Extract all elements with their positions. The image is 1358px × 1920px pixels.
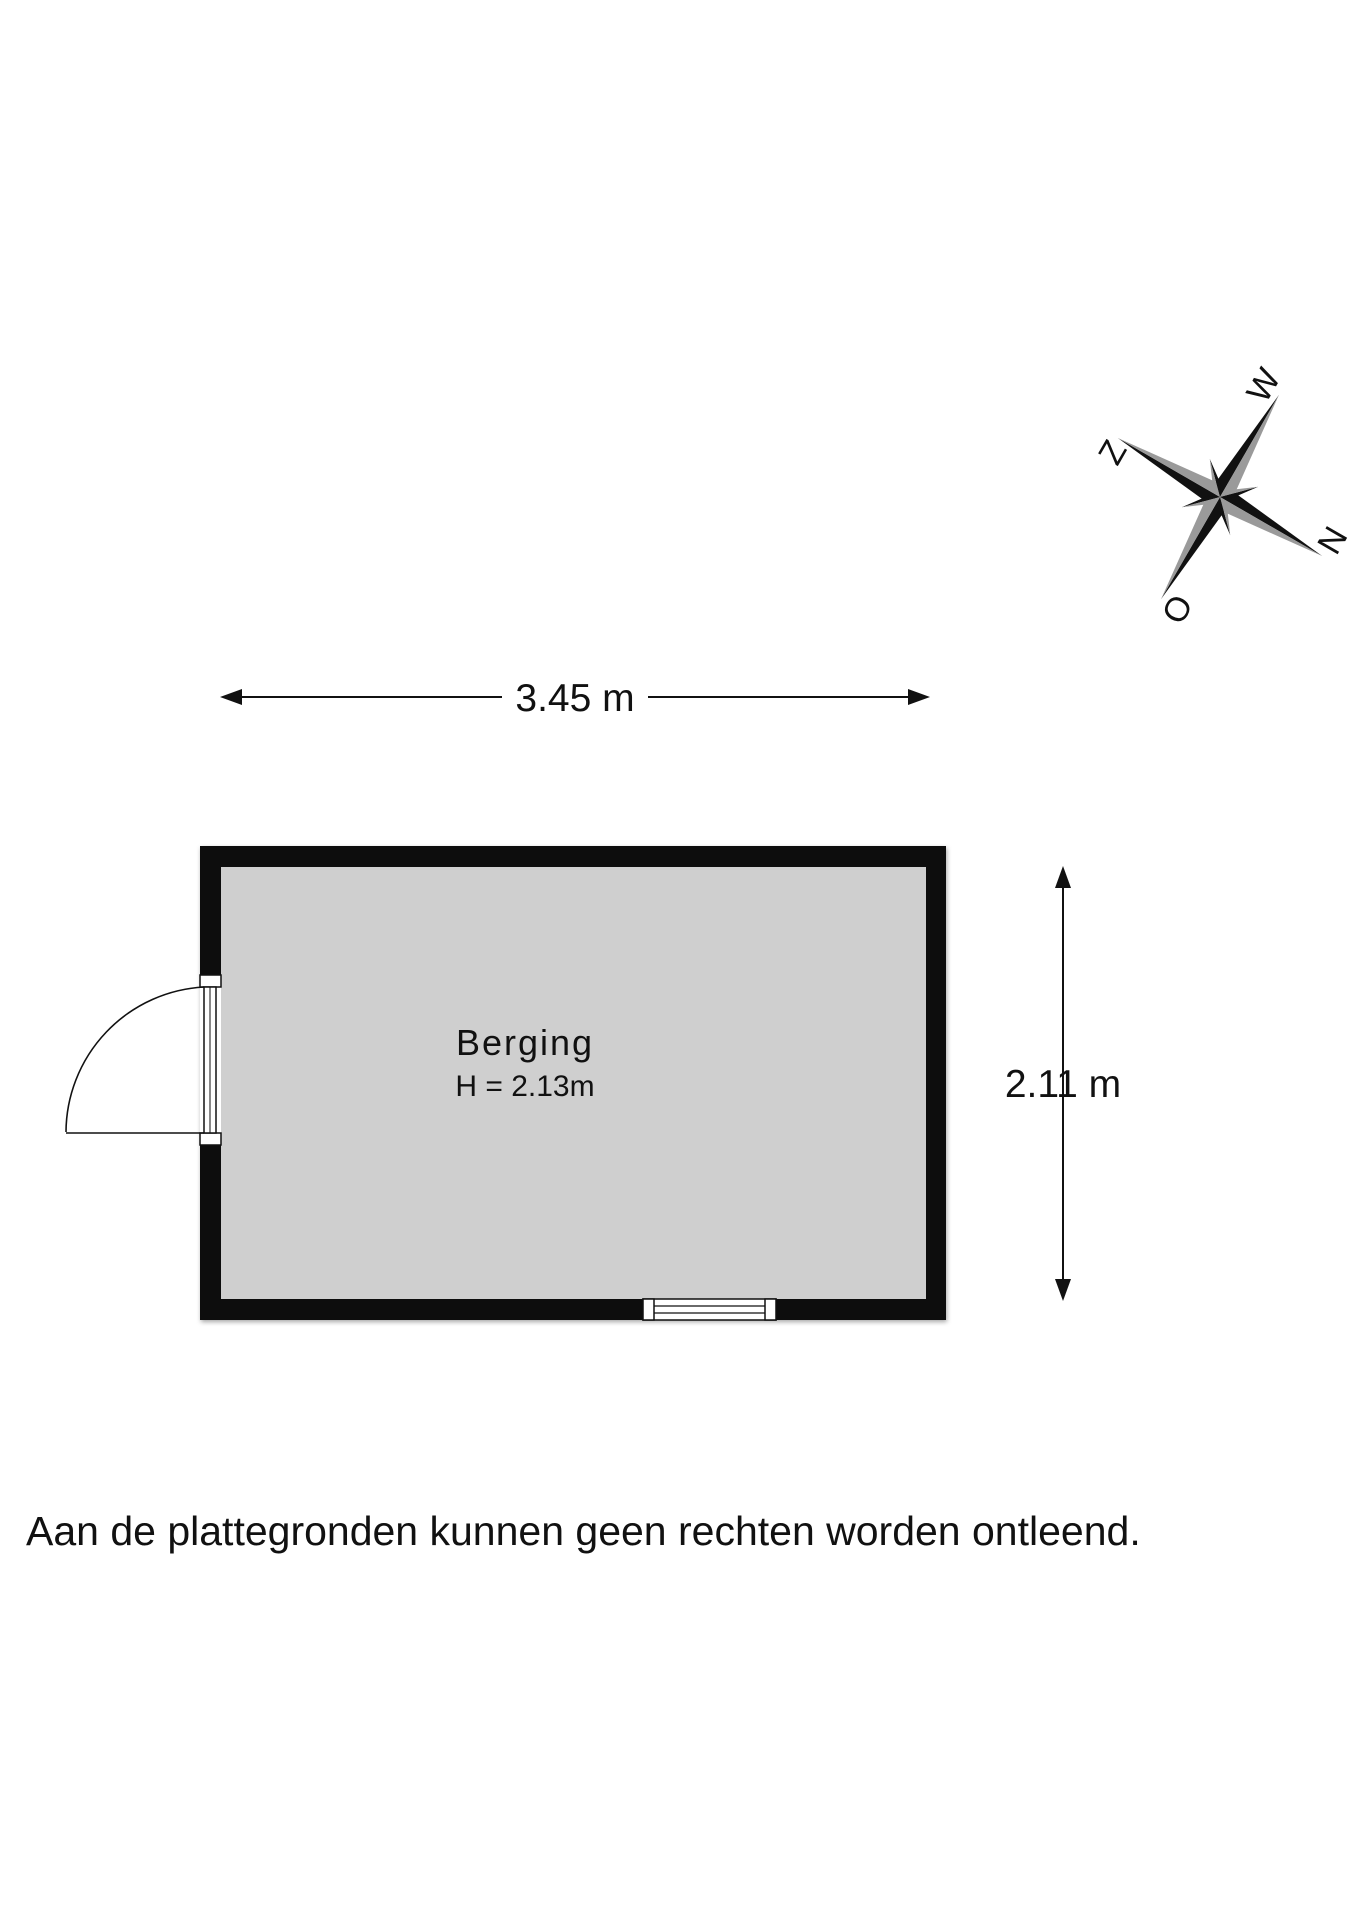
depth-dimension: 2.11 m xyxy=(1005,866,1121,1301)
door-swing-arc xyxy=(65,986,205,1133)
room-height: H = 2.13m xyxy=(455,1070,594,1103)
room-name: Berging xyxy=(456,1022,594,1063)
door-jamb-bottom xyxy=(199,1132,222,1146)
arrowhead-right-icon xyxy=(908,689,930,705)
width-dimension: 3.45 m xyxy=(220,677,930,720)
disclaimer-text: Aan de plattegronden kunnen geen rechten… xyxy=(26,1508,1141,1554)
arrowhead-down-icon xyxy=(1055,1279,1071,1301)
window xyxy=(642,1298,777,1321)
room-floor xyxy=(221,867,926,1299)
compass-w-label: W xyxy=(1239,362,1288,409)
room-berging: Berging H = 2.13m xyxy=(65,846,946,1321)
compass-z-label: Z xyxy=(1091,434,1134,471)
arrowhead-left-icon xyxy=(220,689,242,705)
depth-label: 2.11 m xyxy=(1005,1063,1121,1106)
door-jamb-top xyxy=(199,974,222,988)
compass-rose-icon: W N O Z xyxy=(1091,362,1355,631)
compass-n-label: N xyxy=(1310,520,1355,560)
width-label: 3.45 m xyxy=(515,677,634,720)
arrowhead-up-icon xyxy=(1055,866,1071,888)
compass-o-label: O xyxy=(1155,589,1201,631)
